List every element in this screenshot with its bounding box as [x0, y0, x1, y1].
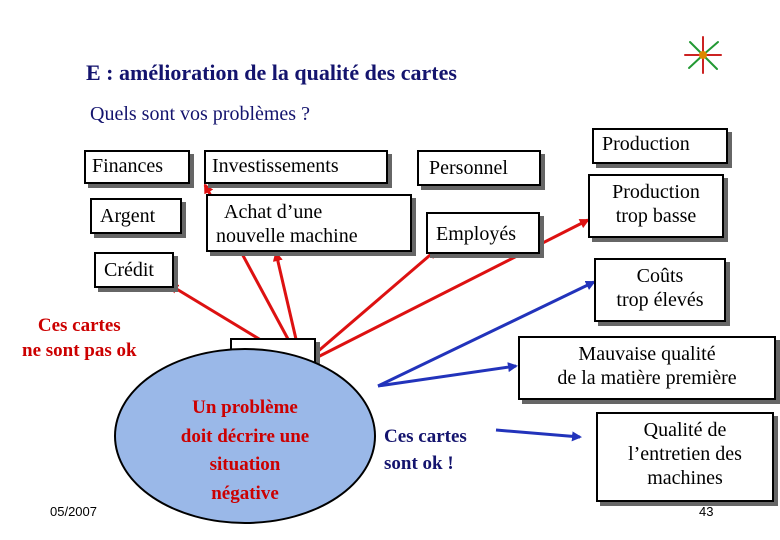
- note-not-ok: Ces cartes ne sont pas ok: [22, 314, 137, 363]
- item-achat-line1: Achat d’une: [224, 201, 323, 223]
- category-finances: Finances: [84, 150, 190, 184]
- blue-arrow-couts: [377, 280, 596, 388]
- note-ok-line1: Ces cartes: [384, 426, 467, 447]
- item-argent: Argent: [90, 198, 182, 234]
- note-ok: Ces cartes sont ok !: [384, 424, 467, 477]
- item-matiere-line1: Mauvaise qualité: [578, 343, 716, 365]
- item-achat-machine: Achat d’une nouvelle machine: [206, 194, 412, 252]
- page-title: E : amélioration de la qualité des carte…: [86, 60, 457, 85]
- problem-statement: Un problème doit décrire une situation n…: [150, 394, 340, 508]
- note-not-ok-line2: ne sont pas ok: [22, 339, 137, 361]
- item-matiere-line2: de la matière première: [557, 367, 737, 389]
- category-investissements-label: Investissements: [212, 155, 339, 177]
- item-couts-line1: Coûts: [636, 265, 684, 287]
- red-arrow-production-basse: [301, 218, 590, 367]
- footer-date: 05/2007: [50, 504, 97, 519]
- item-entretien-line3: machines: [647, 467, 723, 489]
- category-personnel: Personnel: [417, 150, 541, 186]
- note-not-ok-line1: Ces cartes: [37, 315, 121, 336]
- sun-logo-icon: [684, 36, 722, 74]
- blue-arrow-matiere: [377, 362, 518, 388]
- item-argent-label: Argent: [100, 205, 156, 227]
- blue-arrow-entretien: [495, 428, 582, 442]
- item-entretien-line1: Qualité de: [643, 419, 727, 441]
- page-subtitle: Quels sont vos problèmes ?: [90, 103, 310, 125]
- item-production-basse-line2: trop basse: [615, 205, 697, 227]
- item-employes-label: Employés: [436, 223, 516, 245]
- problem-line2: doit décrire une: [180, 425, 310, 447]
- note-ok-line2: sont ok !: [384, 452, 454, 474]
- item-credit: Crédit: [94, 252, 174, 288]
- category-finances-label: Finances: [92, 155, 164, 177]
- item-employes: Employés: [426, 212, 540, 254]
- item-production-basse-line1: Production: [612, 181, 700, 203]
- item-couts-line2: trop élevés: [616, 289, 704, 311]
- red-arrow-employes: [301, 248, 438, 367]
- item-credit-label: Crédit: [104, 259, 154, 281]
- problem-line1: Un problème: [192, 397, 298, 418]
- page-number: 43: [699, 504, 714, 519]
- item-achat-line2: nouvelle machine: [216, 225, 358, 247]
- category-investissements: Investissements: [204, 150, 388, 184]
- item-production-basse: Production trop basse: [588, 174, 724, 238]
- item-matiere: Mauvaise qualité de la matière première: [518, 336, 776, 400]
- item-entretien-line2: l’entretien des: [628, 443, 742, 465]
- problem-ellipse: [114, 348, 376, 524]
- problem-line4: négative: [211, 482, 279, 504]
- category-production: Production: [592, 128, 728, 164]
- problem-line3: situation: [209, 454, 281, 475]
- category-production-label: Production: [602, 133, 690, 155]
- category-personnel-label: Personnel: [429, 157, 508, 179]
- item-couts: Coûts trop élevés: [594, 258, 726, 322]
- item-entretien: Qualité de l’entretien des machines: [596, 412, 774, 502]
